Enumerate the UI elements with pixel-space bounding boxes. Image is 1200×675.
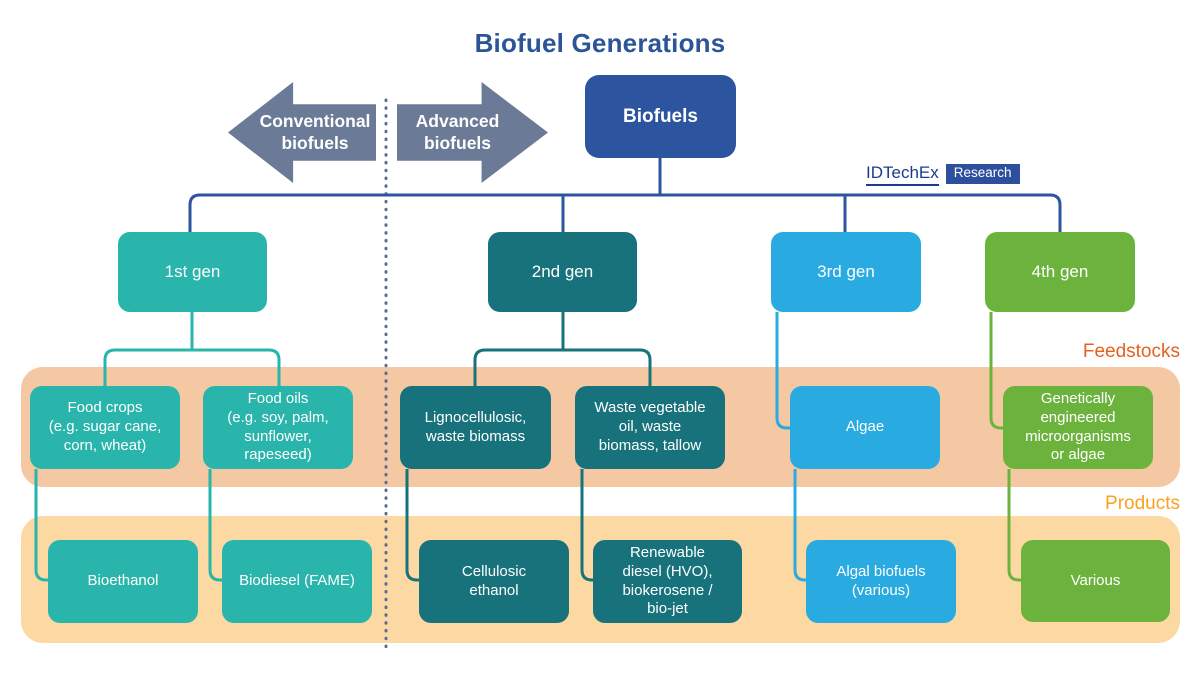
gen2-feedstock-waste-vegetable-oil: Waste vegetable oil, waste biomass, tall… xyxy=(575,386,725,469)
idtechex-logo: IDTechEx Research xyxy=(866,163,1020,186)
conventional-biofuels-arrow-icon: Conventional biofuels xyxy=(228,82,376,183)
products-band-label: Products xyxy=(1105,493,1180,514)
gen4-box: 4th gen xyxy=(985,232,1135,312)
gen3-box: 3rd gen xyxy=(771,232,921,312)
gen1-product-bioethanol: Bioethanol xyxy=(48,540,198,623)
gen1-feedstock-food-oils: Food oils (e.g. soy, palm, sunflower, ra… xyxy=(203,386,353,469)
feedstocks-band-label: Feedstocks xyxy=(1082,341,1180,362)
gen2-product-renewable-diesel: Renewable diesel (HVO), biokerosene / bi… xyxy=(593,540,742,623)
gen1-product-biodiesel-fame: Biodiesel (FAME) xyxy=(222,540,372,623)
gen3-feedstock-algae: Algae xyxy=(790,386,940,469)
page-title: Biofuel Generations xyxy=(474,28,726,58)
idtechex-research-badge: Research xyxy=(945,164,1020,185)
gen4-product-various: Various xyxy=(1021,540,1170,622)
gen1-feedstock-food-crops: Food crops (e.g. sugar cane, corn, wheat… xyxy=(30,386,180,469)
idtechex-brand-text: IDTechEx xyxy=(866,163,939,186)
gen3-product-algal-biofuels: Algal biofuels (various) xyxy=(806,540,956,623)
gen4-feedstock-gm-microorganisms: Genetically engineered microorganisms or… xyxy=(1003,386,1153,469)
gen2-box: 2nd gen xyxy=(488,232,637,312)
biofuels-root-box: Biofuels xyxy=(585,75,736,158)
advanced-biofuels-arrow-icon: Advanced biofuels xyxy=(397,82,548,183)
gen1-box: 1st gen xyxy=(118,232,267,312)
gen2-product-cellulosic-ethanol: Cellulosic ethanol xyxy=(419,540,569,623)
gen2-feedstock-lignocellulosic: Lignocellulosic, waste biomass xyxy=(400,386,551,469)
